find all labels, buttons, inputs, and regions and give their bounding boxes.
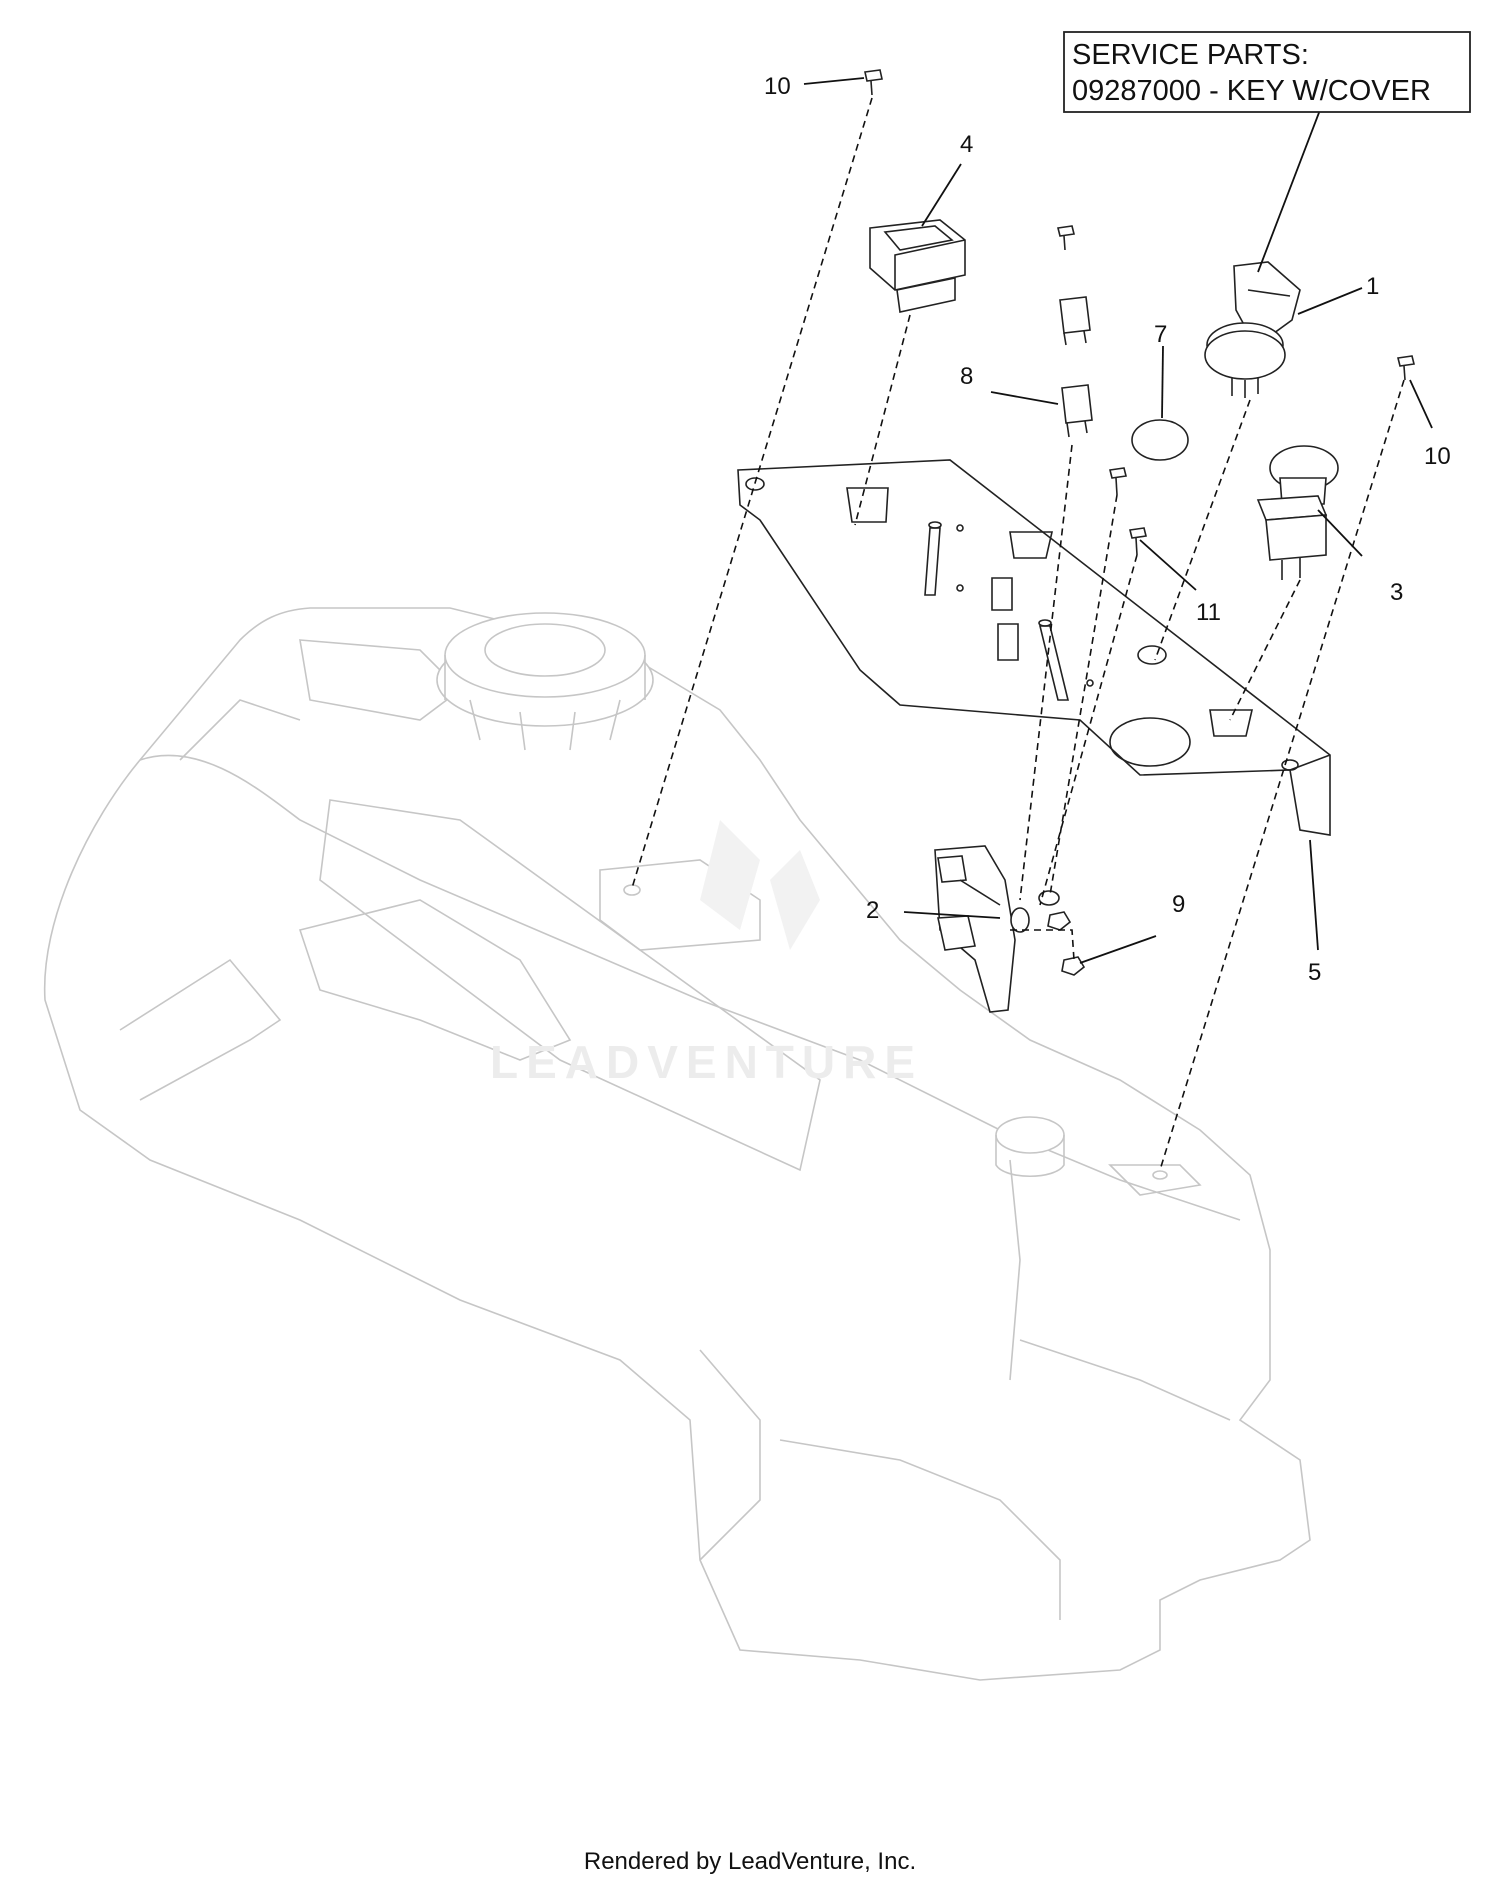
watermark: LEADVENTURE xyxy=(490,820,923,1088)
screw-part-11 xyxy=(1129,527,1147,556)
callout-5: 5 xyxy=(1308,959,1321,986)
fuel-tank xyxy=(43,607,1311,1681)
rocker-switch-part-4 xyxy=(869,219,966,313)
relay-switch-part-8 xyxy=(1061,384,1093,438)
bolt-part-10-left xyxy=(864,69,883,96)
assembly-lines xyxy=(631,97,1405,1171)
callout-11: 11 xyxy=(1196,599,1221,626)
relay-switch-upper xyxy=(1059,296,1091,346)
callout-4: 4 xyxy=(960,131,973,158)
callout-3: 3 xyxy=(1390,579,1403,606)
callout-2: 2 xyxy=(866,897,879,924)
screw-mid xyxy=(1109,467,1127,496)
plug-part-7 xyxy=(1131,419,1189,461)
watermark-text: LEADVENTURE xyxy=(490,1036,923,1088)
service-parts-title: SERVICE PARTS: xyxy=(1072,39,1309,71)
ignition-switch-part-1 xyxy=(1204,261,1301,398)
screw-top xyxy=(1057,225,1075,251)
service-parts-box: SERVICE PARTS: 09287000 - KEY W/COVER xyxy=(1063,31,1471,113)
nut-upper xyxy=(1047,911,1072,931)
service-part-number: 09287000 - KEY W/COVER xyxy=(1072,75,1431,107)
callout-10-right: 10 xyxy=(1424,443,1451,470)
leader-lines xyxy=(803,77,1433,964)
bolt-part-10-right xyxy=(1397,355,1415,381)
callout-labels: 10 4 1 7 8 10 3 11 2 9 5 xyxy=(764,73,1451,986)
dash-panel xyxy=(737,459,1331,836)
footer-credit: Rendered by LeadVenture, Inc. xyxy=(583,1848,917,1875)
callout-8: 8 xyxy=(960,363,973,390)
callout-7: 7 xyxy=(1154,321,1167,348)
nut-part-9 xyxy=(1061,956,1086,976)
pto-switch-part-3 xyxy=(1256,445,1339,580)
switch-bracket-part-2 xyxy=(934,845,1060,1013)
callout-9: 9 xyxy=(1172,891,1185,918)
callout-10-left: 10 xyxy=(764,73,791,100)
callout-1: 1 xyxy=(1366,273,1379,300)
